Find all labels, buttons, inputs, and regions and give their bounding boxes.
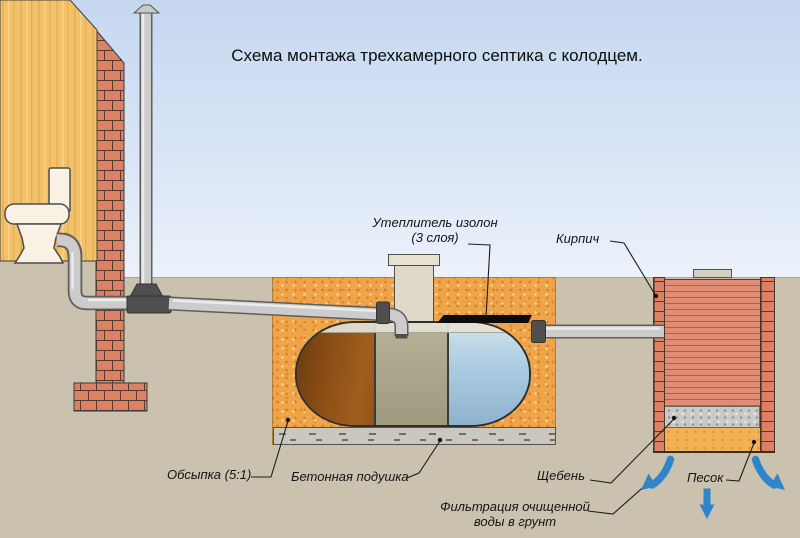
label-backfill: Обсыпка (5:1) (167, 467, 252, 482)
tank-divider-1 (374, 323, 376, 425)
vent-pipe-cap (132, 4, 161, 14)
tank-divider-2 (447, 323, 449, 425)
label-gravel: Щебень (537, 468, 585, 483)
leader-line-insulation (467, 243, 491, 319)
sky (0, 0, 800, 278)
label-filtration-line1: Фильтрация очищенной (440, 499, 590, 514)
brick-pillar (95, 28, 125, 384)
tank-top-band (297, 323, 529, 333)
tank-chamber-1 (297, 323, 375, 425)
label-filtration-line2: воды в грунт (473, 514, 557, 530)
septic-tank (295, 321, 531, 427)
label-insulation: Утеплитель изолон (3 слоя) (368, 215, 502, 246)
concrete-pad (273, 427, 556, 445)
label-brick: Кирпич (556, 231, 600, 246)
leader-line-brick (609, 240, 657, 297)
pillar-footing (73, 382, 148, 412)
well-gravel-layer (664, 406, 760, 428)
leader-line-filtration (587, 482, 649, 515)
diagram-title: Схема монтажа трехкамерного септика с ко… (231, 46, 643, 65)
well-interior (664, 279, 760, 406)
wood-wall (0, 0, 98, 262)
filtration-arrows (641, 455, 785, 519)
filtration-arrow-right (751, 455, 778, 489)
label-sand: Песок (687, 470, 724, 485)
leader-line-gravel (589, 418, 675, 484)
label-filtration: Фильтрация очищенной воды в грунт (437, 499, 593, 530)
well-right-wall (760, 277, 775, 453)
tank-chamber-2 (375, 323, 448, 425)
inlet-coupling (376, 301, 390, 324)
leader-line-sand (725, 442, 755, 482)
sewer-pipe-house-to-tank (168, 296, 409, 339)
well-bottom-line (653, 451, 775, 453)
tank-chamber-3 (448, 323, 529, 425)
outlet-pipe-tank-to-well (531, 320, 664, 343)
filtration-arrow-left (648, 455, 675, 489)
toilet-seat (4, 203, 70, 225)
label-insulation-line2: (3 слоя) (411, 230, 459, 246)
well-lid (693, 269, 732, 278)
toilet-outlet-pipe (56, 232, 132, 311)
tee-fitting (126, 283, 172, 314)
house-floor (0, 260, 124, 278)
insulation-strip (437, 315, 532, 323)
leader-line-concrete-pad (406, 440, 441, 479)
vent-pipe (132, 4, 161, 285)
tank-inlet-tip (395, 334, 408, 339)
label-concrete-pad: Бетонная подушка (291, 469, 409, 484)
outlet-coupling (531, 320, 546, 343)
tank-riser-cap (388, 254, 440, 266)
leader-lines (251, 240, 755, 515)
leader-line-backfill (251, 420, 289, 478)
well-sand-layer (664, 428, 760, 453)
label-insulation-line1: Утеплитель изолон (372, 215, 498, 230)
leader-dots (285, 293, 757, 445)
